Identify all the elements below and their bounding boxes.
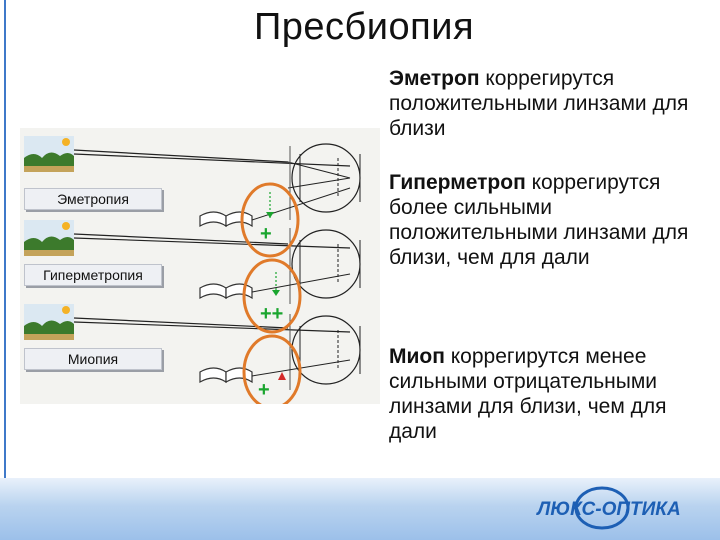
logo-text: ЛЮКС-ОПТИКА [535,499,680,520]
slide-title: Пресбиопия [253,6,475,48]
row-emmetropia [24,136,361,228]
hypermetrop-text: коррегирутся более сильными положительны… [389,171,689,269]
myop-text: коррегирутся менее сильными отрицательны… [389,345,667,443]
red-arrow [278,372,286,380]
emmetrop-paragraph: Эметроп коррегирутся положительными линз… [389,66,705,141]
hypermetrop-paragraph: Гиперметроп коррегирутся более сильными … [389,170,705,270]
left-accent-stripe [0,0,10,480]
label-myopia: Миопия [24,348,162,370]
sign-row1: + [260,223,272,245]
label-hypermetropia: Гиперметропия [24,264,162,286]
emmetrop-term: Эметроп [389,67,480,90]
highlight-circle-3 [242,334,302,404]
landscape-icon [24,220,74,256]
sign-row3: + [258,379,270,401]
myop-paragraph: Миоп коррегирутся менее сильными отрицат… [389,344,705,444]
sign-row2: ++ [260,303,283,325]
myop-term: Миоп [389,345,445,368]
emmetrop-text: коррегирутся положительными линзами для … [389,67,689,140]
company-logo: ЛЮКС-ОПТИКА [535,486,681,530]
landscape-icon [24,136,74,172]
book-icon [199,211,253,228]
highlight-circle-1 [240,182,300,258]
highlight-circle-2 [242,258,302,334]
landscape-icon [24,304,74,340]
hypermetrop-term: Гиперметроп [389,171,526,194]
label-emmetropia: Эметропия [24,188,162,210]
